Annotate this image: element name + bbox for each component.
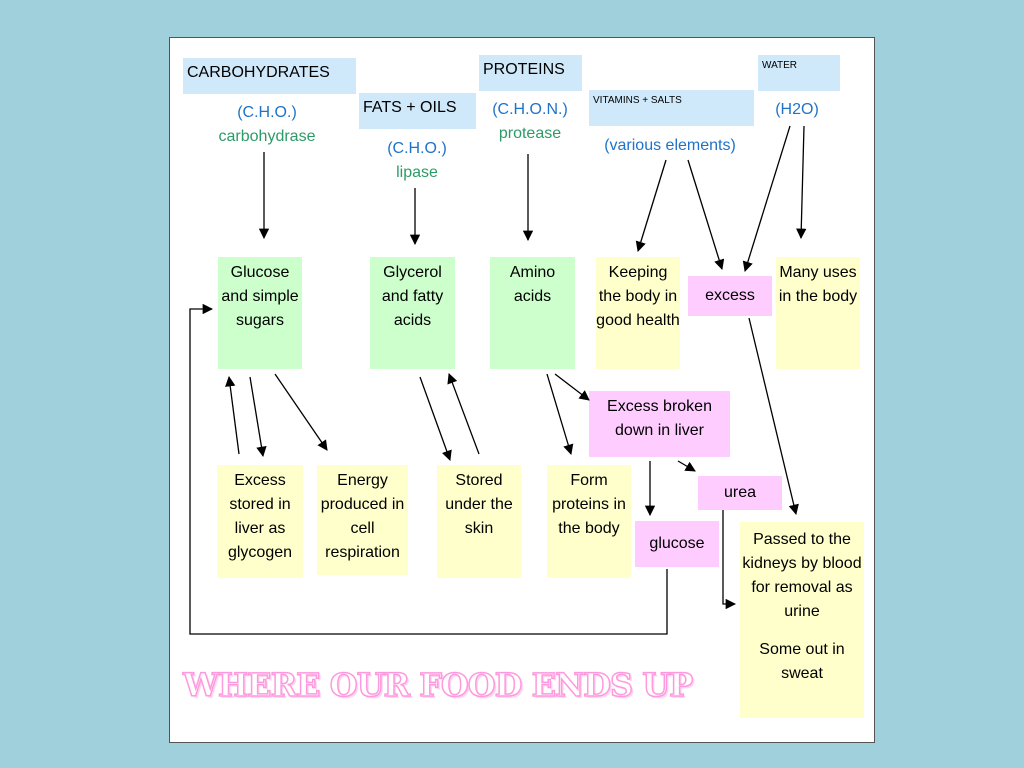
header-fats-oils: FATS + OILS (359, 93, 476, 129)
header-carbohydrates-label: CARBOHYDRATES (187, 64, 330, 81)
formula-proteins: (C.H.O.N.) (492, 101, 568, 118)
node-glycerol-fatty-acids: Glycerol and fatty acids (370, 257, 455, 369)
formula-fats-oils: (C.H.O.) (387, 140, 447, 157)
header-vitamins-salts-label: VITAMINS + SALTS (593, 95, 682, 106)
enzyme-protease: protease (498, 125, 562, 142)
arrow-liver-to-urea (677, 460, 696, 472)
node-keeping-healthy: Keeping the body in good health (596, 257, 680, 369)
node-kidneys-removal: Passed to the kidneys by blood for remov… (740, 522, 864, 718)
node-glycogen-store: Excess stored in liver as glycogen (217, 465, 303, 578)
node-glucose: glucose (635, 521, 719, 567)
arrow-amino-to-excess-liver (554, 373, 590, 401)
arrow-glucose-to-energy (274, 373, 328, 451)
arrow-water-to-excess (742, 125, 791, 272)
arrow-urea-to-kidneys (722, 510, 737, 610)
arrow-water-to-many-uses (796, 125, 807, 240)
header-proteins-label: PROTEINS (483, 61, 565, 78)
arrow-amino-to-form-proteins (546, 373, 574, 455)
formula-vitamins-salts: (various elements) (604, 137, 736, 154)
enzyme-carbohydrase: carbohydrase (218, 128, 316, 145)
formula-water: (H2O) (775, 101, 819, 118)
kidneys-text: Passed to the kidneys by blood for remov… (742, 531, 862, 620)
arrow-glucose-to-glycogen (249, 376, 267, 458)
header-proteins: PROTEINS (479, 55, 582, 91)
arrow-vitamins-to-excess (687, 159, 725, 270)
node-energy-respiration: Energy produced in cell respiration (317, 465, 408, 575)
node-many-uses: Many uses in the body (776, 257, 860, 369)
node-form-proteins: Form proteins in the body (547, 465, 631, 578)
node-stored-under-skin: Stored under the skin (437, 465, 521, 578)
node-urea: urea (698, 476, 782, 510)
formula-carbohydrates: (C.H.O.) (237, 104, 297, 121)
node-amino-acids: Amino acids (490, 257, 575, 369)
enzyme-lipase: lipase (396, 164, 438, 181)
diagram-title: WHERE OUR FOOD ENDS UP (182, 665, 694, 705)
node-glucose-sugars: Glucose and simple sugars (218, 257, 302, 369)
arrow-excess-to-kidneys (748, 317, 799, 516)
node-excess-water: excess (688, 276, 772, 316)
node-excess-broken-down: Excess broken down in liver (589, 391, 730, 457)
arrow-glycogen-to-glucose (225, 375, 240, 455)
header-water: WATER (758, 55, 840, 91)
header-water-label: WATER (762, 60, 797, 71)
header-fats-oils-label: FATS + OILS (363, 99, 457, 116)
header-carbohydrates: CARBOHYDRATES (183, 58, 356, 94)
arrow-glucose-return-loop (189, 303, 668, 635)
header-vitamins-salts: VITAMINS + SALTS (589, 90, 754, 126)
arrow-skin-to-glycerol (447, 373, 480, 455)
sweat-text: Some out in sweat (759, 641, 845, 682)
arrow-vitamins-to-keeping (635, 159, 667, 252)
arrow-glycerol-to-skin (419, 376, 452, 461)
